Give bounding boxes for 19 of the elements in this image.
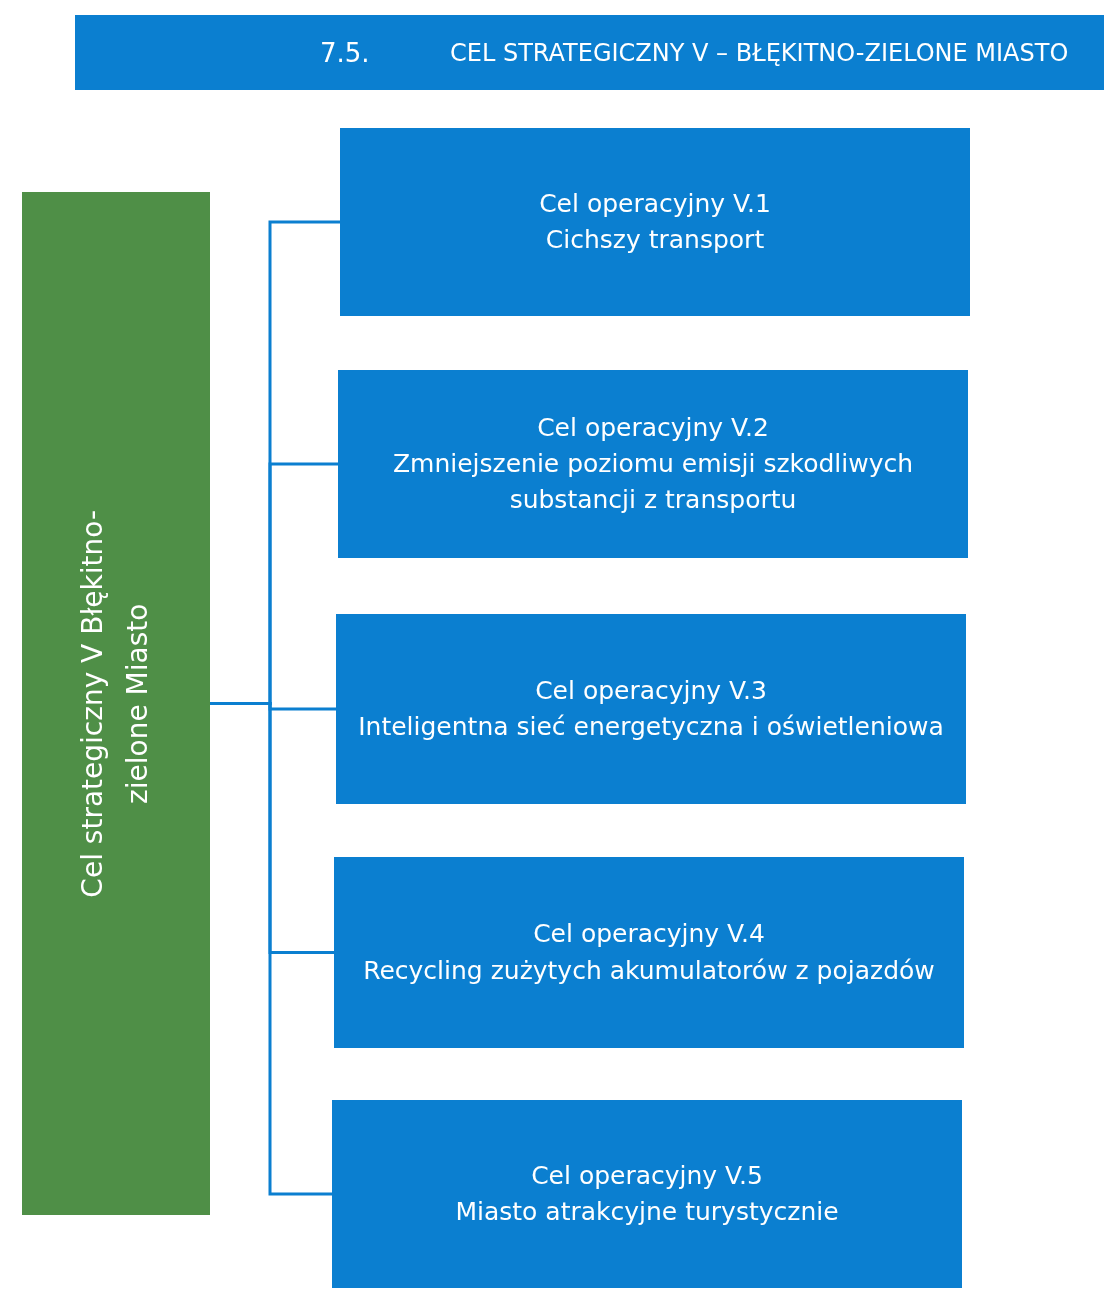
operational-goal-box — [338, 370, 968, 558]
operational-goal-box — [336, 614, 966, 804]
operational-goal-box — [340, 128, 970, 316]
box-text: Miasto atrakcyjne turystycznie — [454, 1196, 840, 1228]
operational-goal-box — [334, 857, 964, 1048]
title: CEL STRATEGICZNY V – BŁĘKITNO-ZIELONE MIASTO — [450, 38, 1069, 67]
box-heading: Cel operacyjny V.2 — [536, 411, 770, 444]
box-heading: Cel operacyjny V.1 — [538, 187, 772, 220]
box-heading: Cel operacyjny V.3 — [534, 674, 768, 707]
strategic-goal-box — [22, 192, 210, 1215]
box-text: Cichszy transport — [544, 224, 766, 256]
box-text: Zmniejszenie poziomu emisji szkodliwych substancji z transportu — [391, 447, 915, 517]
box-text: Inteligentna sieć energetyczna i oświetleniowa — [357, 711, 945, 743]
box-heading: Cel operacyjny V.4 — [532, 918, 766, 951]
section-number: 7.5. — [320, 37, 370, 68]
operational-goal-box — [332, 1100, 962, 1288]
box-heading: Cel operacyjny V.5 — [530, 1159, 764, 1192]
box-text: Cel strategiczny V Błękitno-zielone Miasto — [75, 508, 155, 900]
box-text: Recycling zużytych akumulatorów z pojazdów — [362, 954, 936, 987]
